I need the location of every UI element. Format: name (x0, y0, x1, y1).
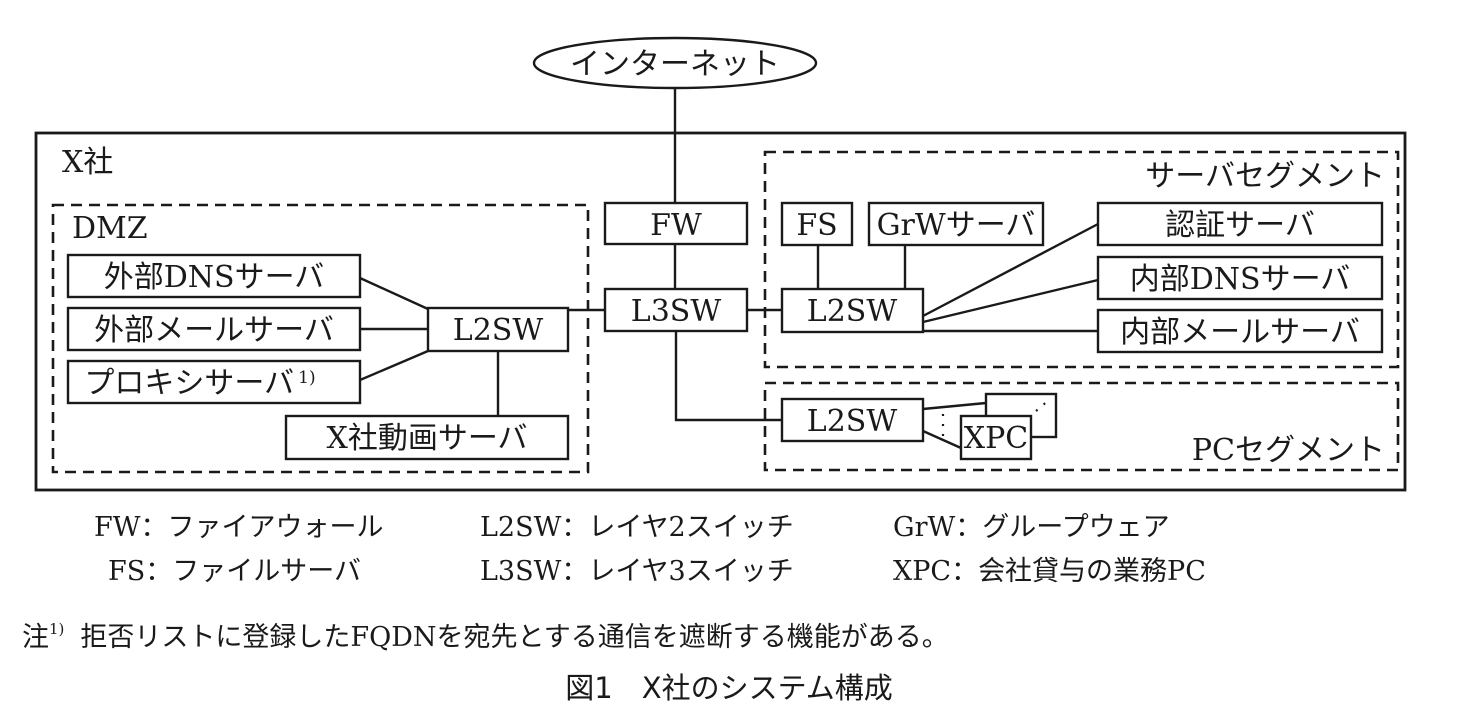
internet-label: インターネット (570, 47, 780, 82)
svg-text:外部メールサーバ: 外部メールサーバ (94, 313, 334, 348)
footnote-text: 拒否リストに登録したFQDNを宛先とする通信を遮断する機能がある。 (80, 622, 949, 653)
svg-text:L2SW: L2SW (807, 294, 898, 329)
node-int-dns-server: 内部DNSサーバ (1096, 255, 1384, 301)
footnote: 注1) 拒否リストに登録したFQDNを宛先とする通信を遮断する機能がある。 (22, 615, 949, 654)
pc-segment-zone (763, 381, 1400, 472)
node-xpc-stack: XPC (959, 392, 1058, 461)
node-l3sw: L3SW (603, 287, 749, 333)
svg-text:X社動画サーバ: X社動画サーバ (326, 421, 527, 456)
link-proxy-l2sw (359, 349, 429, 382)
svg-text:L2SW: L2SW (807, 404, 898, 439)
svg-text:FS: FS (796, 208, 837, 243)
company-label: X社 (62, 145, 113, 180)
legend-item-xpc: XPC：会社貸与の業務PC (893, 556, 1206, 587)
links (359, 88, 1099, 450)
link-l3sw-pc-l2sw (674, 331, 782, 422)
legend-item-grw: GrW：グループウェア (893, 512, 1170, 543)
svg-text:内部DNSサーバ: 内部DNSサーバ (1130, 262, 1351, 297)
link-l2sw-auth (922, 222, 1099, 318)
footnote-prefix: 注 (22, 622, 49, 653)
dmz-zone (51, 203, 590, 474)
svg-text:XPC: XPC (964, 421, 1029, 456)
pc-segment-label: PCセグメント (1192, 433, 1385, 468)
svg-text:外部DNSサーバ: 外部DNSサーバ (104, 260, 325, 295)
node-video-server: X社動画サーバ (284, 414, 570, 461)
svg-text:GrWサーバ: GrWサーバ (877, 208, 1036, 243)
node-srv-l2sw: L2SW (780, 287, 925, 334)
legend-item-l3sw: L3SW：レイヤ3スイッチ (480, 556, 794, 587)
svg-text:FW: FW (650, 208, 702, 243)
node-pc-l2sw: L2SW (780, 397, 925, 443)
server-segment-label: サーバセグメント (1145, 159, 1385, 194)
node-grw-server: GrWサーバ (867, 201, 1045, 247)
link-l2sw-intdns (922, 278, 1099, 324)
node-dmz-l2sw: L2SW (426, 306, 570, 353)
svg-text:L3SW: L3SW (631, 294, 722, 329)
figure-caption: 図1 X社のシステム構成 (565, 671, 893, 705)
dmz-label: DMZ (72, 211, 148, 246)
link-pcl2sw-xpc-front (922, 429, 962, 450)
link-pcl2sw-xpc-back (922, 401, 987, 411)
node-ext-dns-server: 外部DNSサーバ (66, 253, 362, 299)
legend-item-l2sw: L2SW：レイヤ2スイッチ (480, 512, 794, 543)
node-int-mail-server: 内部メールサーバ (1096, 308, 1384, 354)
link-extdns-l2sw (359, 276, 429, 311)
node-auth-server: 認証サーバ (1096, 201, 1384, 247)
company-boundary (34, 131, 1407, 492)
node-fw: FW (603, 201, 749, 246)
node-ext-mail-server: 外部メールサーバ (66, 306, 362, 352)
legend-item-fs: FS：ファイルサーバ (108, 556, 361, 587)
svg-text:L2SW: L2SW (453, 313, 544, 348)
svg-text:認証サーバ: 認証サーバ (1165, 208, 1315, 243)
xpc-front (959, 414, 1033, 461)
node-fs: FS (780, 201, 854, 247)
svg-text:内部メールサーバ: 内部メールサーバ (1120, 315, 1360, 350)
server-segment-zone (763, 150, 1400, 369)
legend-item-fw: FW：ファイアウォール (94, 512, 384, 543)
footnote-mark: 1) (49, 620, 65, 638)
